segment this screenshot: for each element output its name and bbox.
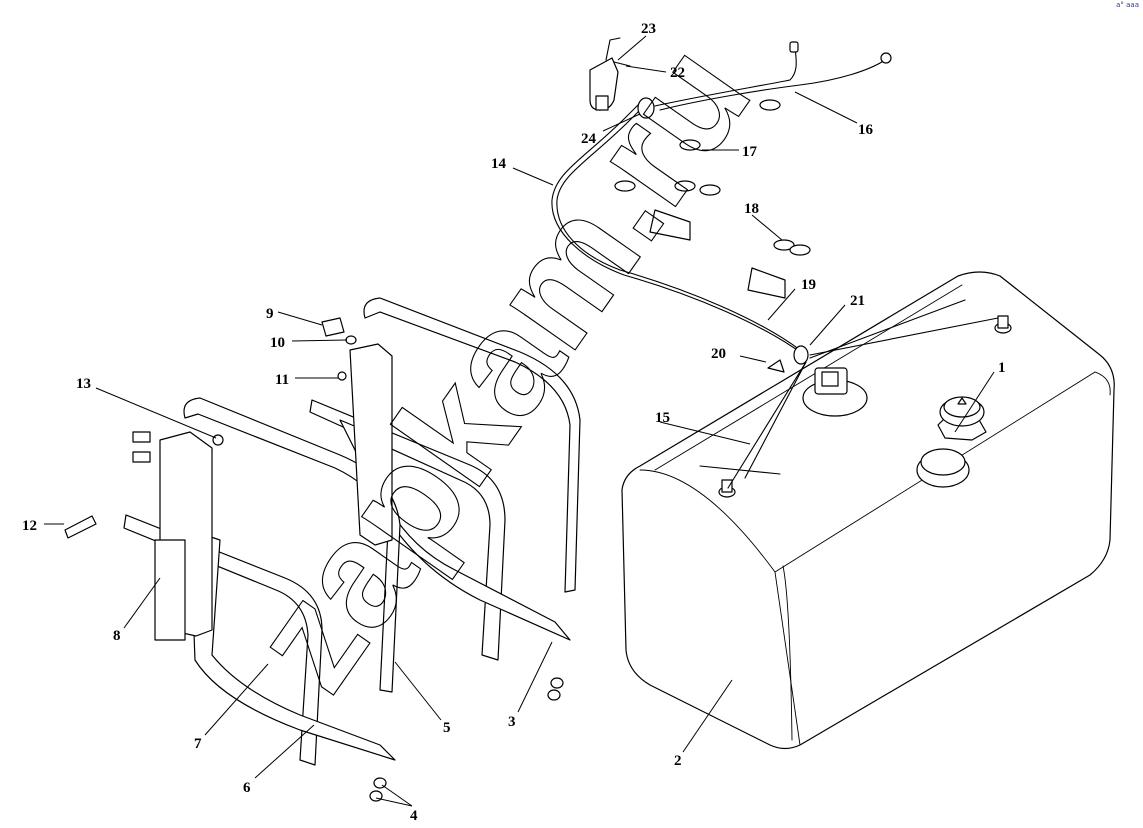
fuel-cap bbox=[916, 396, 987, 488]
callouts: 1 2 3 4 5 6 7 8 9 10 11 12 13 14 15 16 1… bbox=[22, 21, 1006, 824]
callout-5: 5 bbox=[443, 720, 451, 736]
callout-16: 16 bbox=[858, 122, 874, 138]
callout-22: 22 bbox=[670, 65, 685, 81]
callout-12: 12 bbox=[22, 518, 37, 534]
callout-11: 11 bbox=[275, 372, 289, 388]
bracket-posts bbox=[154, 343, 393, 641]
corner-mark: a° aaa bbox=[1116, 1, 1139, 9]
fuel-sender-unit bbox=[718, 315, 1012, 498]
leader-lines bbox=[44, 35, 995, 807]
callout-20: 20 bbox=[711, 346, 726, 362]
callout-15: 15 bbox=[655, 410, 670, 426]
callout-14: 14 bbox=[491, 156, 507, 172]
callout-4: 4 bbox=[410, 808, 418, 824]
callout-13: 13 bbox=[76, 376, 91, 392]
fuel-filter bbox=[589, 37, 655, 119]
callout-7: 7 bbox=[194, 736, 202, 752]
callout-8: 8 bbox=[113, 628, 121, 644]
callout-21: 21 bbox=[850, 293, 865, 309]
callout-2: 2 bbox=[674, 753, 682, 769]
callout-18: 18 bbox=[744, 201, 759, 217]
callout-9: 9 bbox=[266, 306, 274, 322]
callout-3: 3 bbox=[508, 714, 516, 730]
callout-10: 10 bbox=[270, 335, 285, 351]
callout-23: 23 bbox=[641, 21, 656, 37]
callout-6: 6 bbox=[243, 780, 251, 796]
wiring-harness bbox=[551, 41, 999, 489]
fuel-tank bbox=[621, 271, 1115, 750]
callout-19: 19 bbox=[801, 277, 816, 293]
callout-17: 17 bbox=[742, 144, 758, 160]
hose-clips bbox=[614, 99, 811, 373]
callout-24: 24 bbox=[581, 131, 597, 147]
callout-1: 1 bbox=[998, 360, 1006, 376]
